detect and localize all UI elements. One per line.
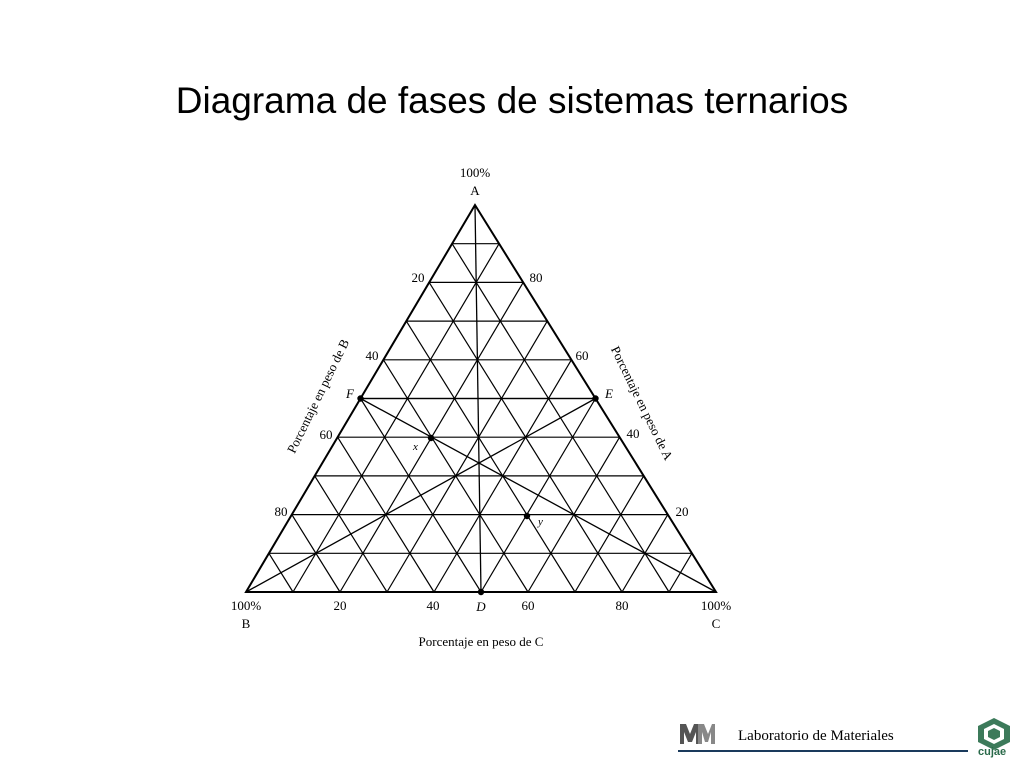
right-axis-title: Porcentaje en peso de A (608, 344, 677, 463)
right-tick-80: 80 (530, 270, 543, 285)
point-label-f: F (345, 386, 355, 401)
apex-a-percent: 100% (460, 165, 491, 180)
right-tick-20: 20 (676, 504, 689, 519)
point-label-x: x (412, 441, 418, 453)
apex-c-percent: 100% (701, 598, 732, 613)
cujae-label: cujae (978, 746, 1007, 758)
point-label-y: y (537, 516, 543, 528)
left-tick-80: 80 (275, 504, 288, 519)
left-tick-20: 20 (412, 270, 425, 285)
tie-line-f-c (360, 397, 717, 593)
footer-divider (678, 750, 968, 752)
footer: Laboratorio de Materiales cujae (676, 716, 1024, 768)
laboratory-name: Laboratorio de Materiales (738, 728, 894, 744)
point-y (523, 512, 531, 520)
bottom-tick-20: 20 (334, 598, 347, 613)
slide-title: Diagrama de fases de sistemas ternarios (175, 80, 849, 121)
laboratory-logo-icon (678, 720, 716, 746)
tie-lines (245, 204, 717, 593)
tie-line-b-e (245, 397, 596, 593)
right-tick-60: 60 (576, 348, 589, 363)
apex-c-label: C (712, 616, 721, 631)
bottom-axis-title: Porcentaje en peso de C (419, 634, 544, 649)
left-tick-60: 60 (320, 427, 333, 442)
apex-b-label: B (242, 616, 251, 631)
bottom-tick-80: 80 (616, 598, 629, 613)
apex-b-percent: 100% (231, 598, 262, 613)
point-label-e: E (604, 386, 613, 401)
point-x (427, 434, 435, 442)
point-d (477, 588, 485, 596)
left-tick-40: 40 (366, 348, 379, 363)
point-e (592, 395, 599, 402)
point-f (357, 395, 364, 402)
bottom-tick-40: 40 (427, 598, 440, 613)
cujae-logo-icon (978, 718, 1010, 750)
bottom-tick-60: 60 (522, 598, 535, 613)
marked-points (357, 395, 599, 596)
apex-a-label: A (470, 183, 480, 198)
right-tick-40: 40 (627, 426, 640, 441)
point-label-d: D (475, 599, 486, 614)
